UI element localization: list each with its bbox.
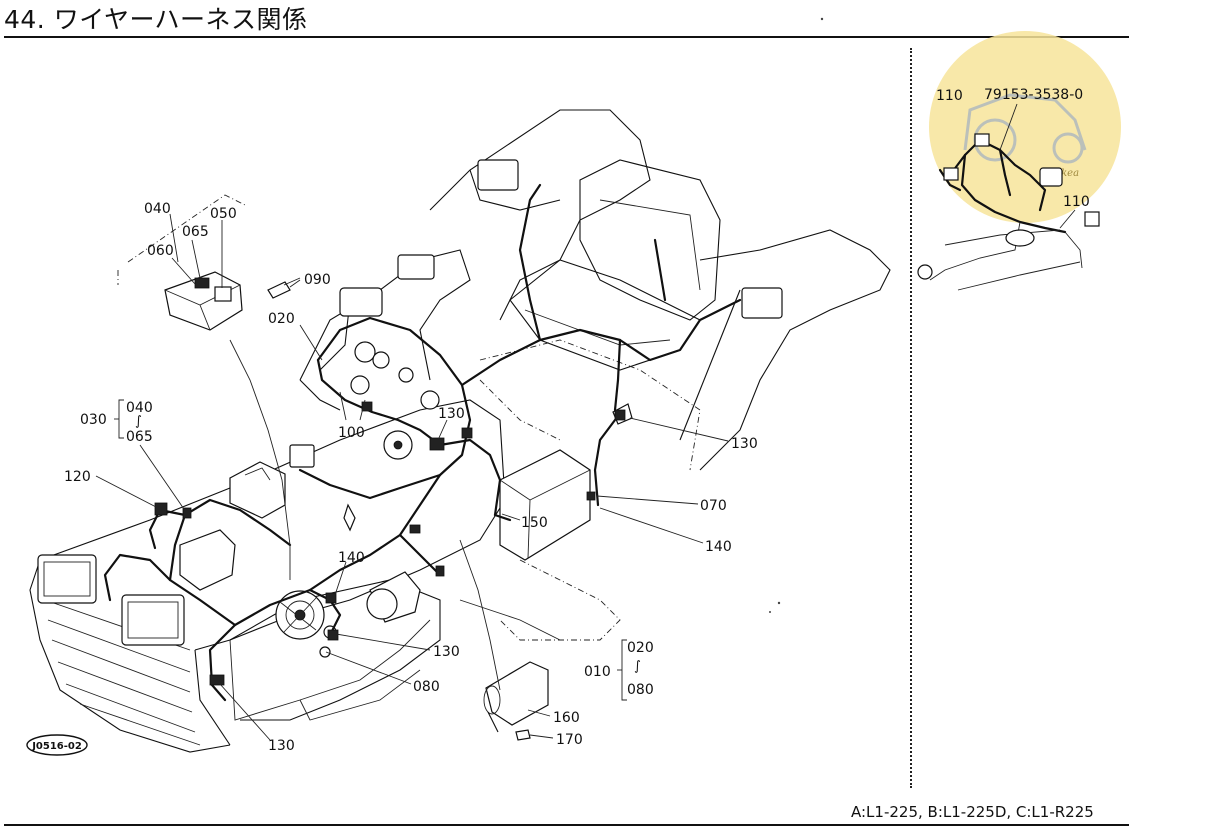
wire-harness (103, 183, 742, 702)
callout-130-seat: 130 (731, 436, 758, 452)
watermark-disc (929, 31, 1121, 223)
callout-150: 150 (521, 515, 548, 531)
callout-020: 020 (268, 311, 295, 327)
callout-130-dash: 130 (438, 406, 465, 422)
rear-lamp-right (741, 287, 783, 319)
bracket-030 (114, 399, 124, 439)
inset-divider (910, 48, 912, 788)
callout-labels: 040 065 050 060 090 020 100 130 130 130 … (64, 201, 758, 754)
callout-070: 070 (700, 498, 727, 514)
callout-030: 030 (80, 412, 107, 428)
leader-lines (95, 213, 729, 741)
callout-010-range-sign: ∫ (634, 659, 641, 674)
callout-120: 120 (64, 469, 91, 485)
callout-130-engine: 130 (433, 644, 460, 660)
components (117, 194, 633, 741)
svg-text:J0516-02: J0516-02 (31, 741, 82, 752)
callout-160: 160 (553, 710, 580, 726)
starter-motor (366, 571, 421, 623)
top-rule (4, 36, 1129, 38)
screw (515, 729, 531, 741)
callout-060: 060 (147, 243, 174, 259)
callout-130-front: 130 (268, 738, 295, 754)
relay-box (117, 194, 246, 331)
battery (499, 449, 591, 561)
callout-050: 050 (210, 206, 237, 222)
callout-010-from: 020 (627, 640, 654, 656)
tractor-body (29, 109, 891, 753)
headlight-left (37, 554, 97, 604)
alternator (275, 590, 325, 640)
callout-140-front: 140 (338, 550, 365, 566)
callout-080: 080 (413, 679, 440, 695)
callout-065: 065 (182, 224, 209, 240)
callout-030-to: 065 (126, 429, 153, 445)
inset-part-number: 79153-3538-0 (984, 87, 1083, 103)
callout-090: 090 (304, 272, 331, 288)
callout-030-range-sign: ∫ (135, 414, 142, 429)
callout-030-from: 040 (126, 400, 153, 416)
bolt (267, 277, 301, 299)
bracket-010 (617, 639, 627, 701)
callout-010: 010 (584, 664, 611, 680)
inset-callout-110: 110 (936, 88, 963, 104)
callout-100: 100 (338, 425, 365, 441)
grille (44, 599, 201, 746)
page-title: 44. ワイヤーハーネス関係 (4, 5, 308, 34)
watermark-logo (963, 93, 1087, 164)
bottom-rule (4, 824, 1129, 826)
cable-cover (483, 661, 549, 733)
headlight-right (121, 594, 185, 646)
callout-140-rear: 140 (705, 539, 732, 555)
figure-code-badge: J0516-02 (26, 734, 88, 756)
callout-010-to: 080 (627, 682, 654, 698)
inset-panel: mavkea 110 79153-3538-0 110 (917, 31, 1121, 291)
model-footnote: A:L1-225, B:L1-225D, C:L1-R225 (851, 803, 1094, 821)
rear-lamp-left (477, 159, 519, 191)
callout-040: 040 (144, 201, 171, 217)
indicator-lamp-box (339, 287, 383, 317)
flasher-relay (289, 444, 315, 468)
callout-170: 170 (556, 732, 583, 748)
inset-callout-110-b: 110 (1063, 194, 1090, 210)
